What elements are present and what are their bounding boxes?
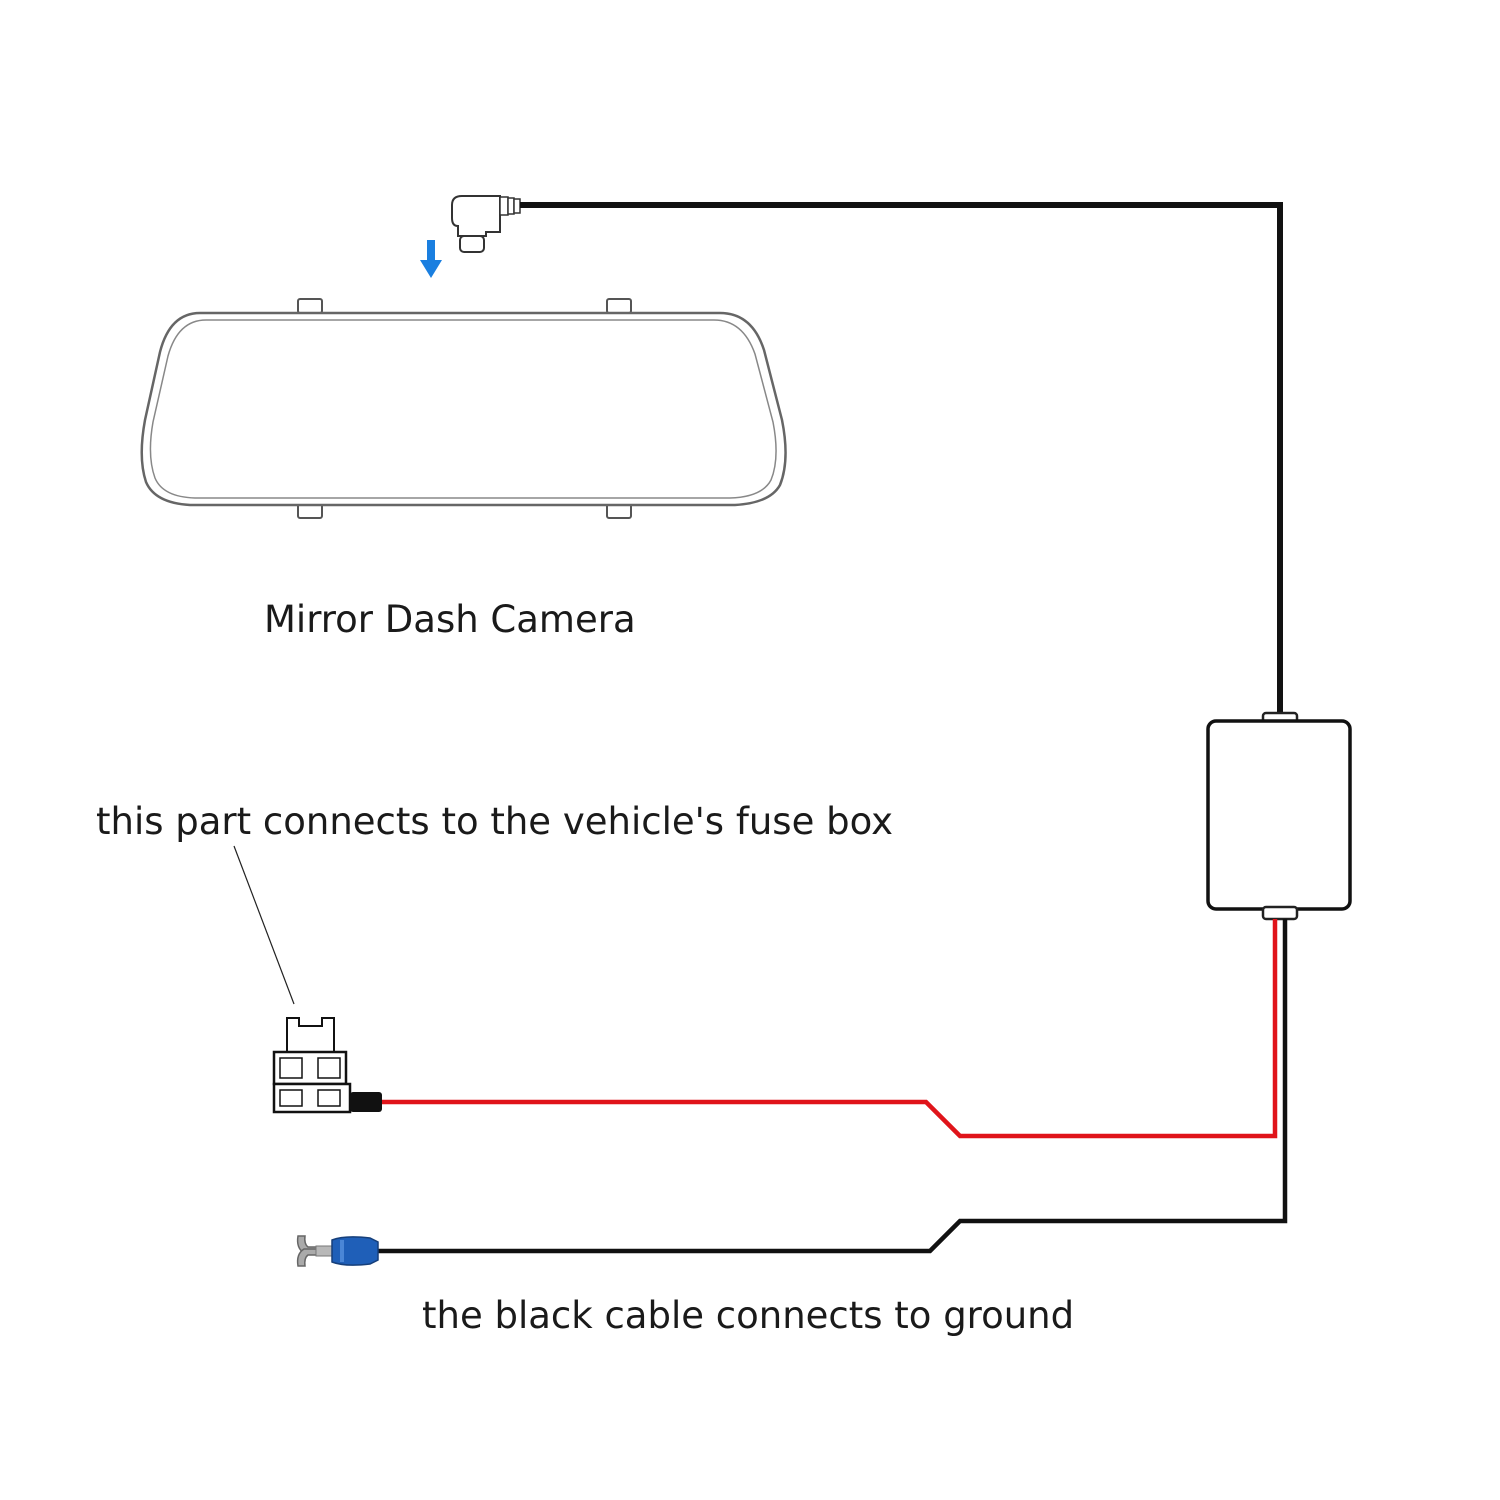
black-cable-ground xyxy=(378,919,1288,1254)
mount-clip xyxy=(297,298,323,314)
insert-down-arrow-icon xyxy=(420,240,442,278)
mirror-screen xyxy=(149,319,777,499)
spade-terminal-icon xyxy=(296,1235,379,1267)
hardwire-converter-box-icon xyxy=(1206,711,1352,921)
fuse-label-pointer xyxy=(233,845,295,1005)
mount-clip xyxy=(606,298,632,314)
camera-label: Mirror Dash Camera xyxy=(264,598,636,641)
red-cable xyxy=(382,919,1278,1139)
mirror-dash-camera xyxy=(140,298,787,519)
black-cable-upper xyxy=(520,202,1283,715)
add-a-circuit-fuse-tap-icon xyxy=(272,1017,382,1114)
ground-label: the black cable connects to ground xyxy=(422,1294,1075,1337)
fuse-box-label: this part connects to the vehicle's fuse… xyxy=(96,800,893,843)
mirror-outer-shell xyxy=(140,311,787,507)
usb-c-right-angle-plug-icon xyxy=(451,195,521,253)
